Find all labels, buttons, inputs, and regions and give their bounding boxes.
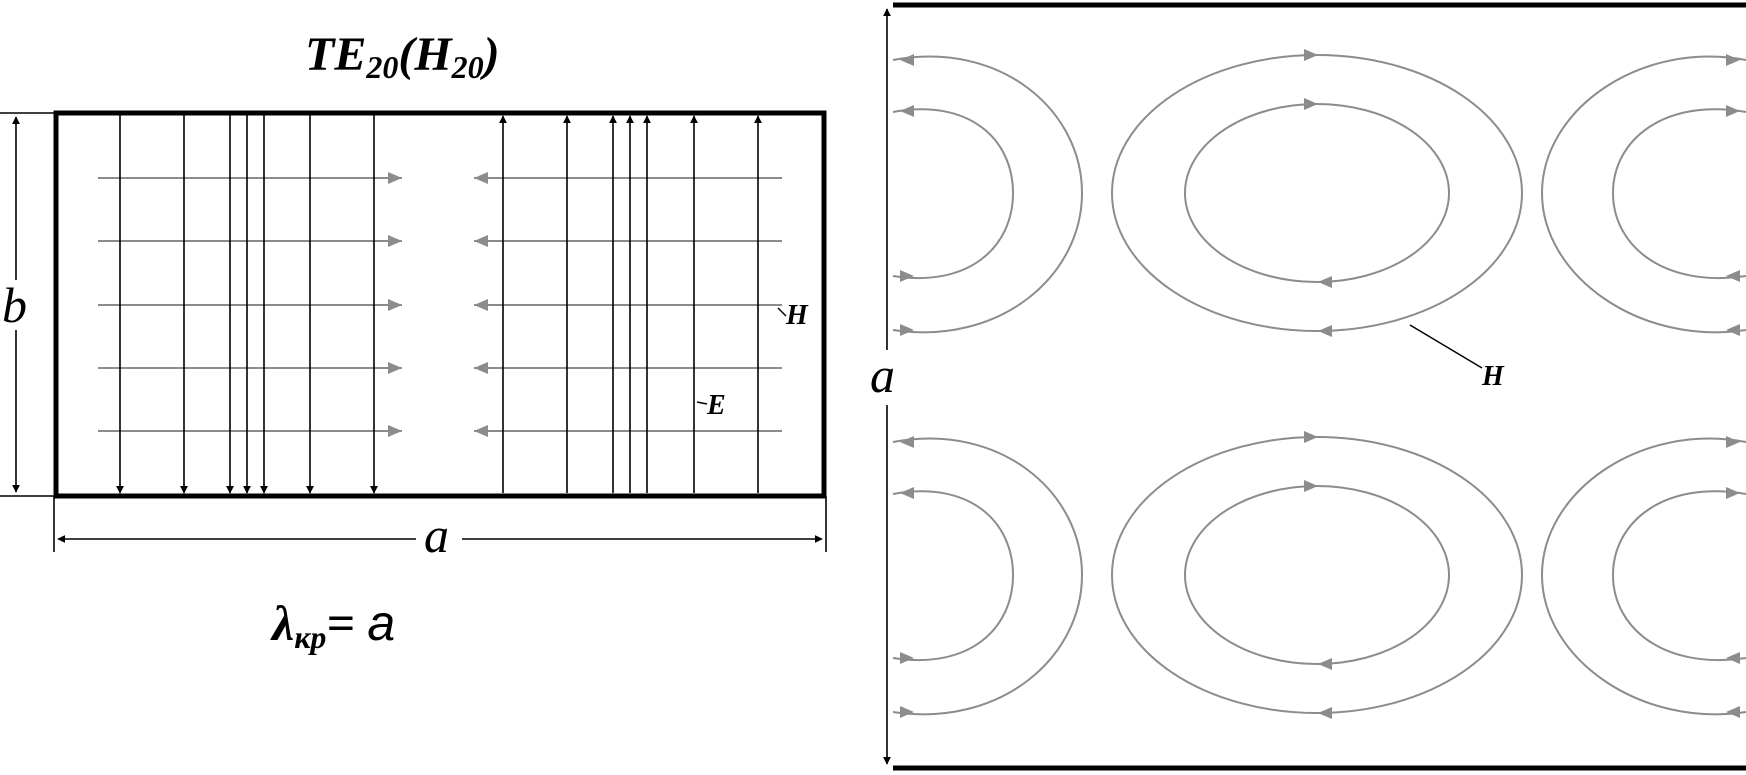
h-arrowhead bbox=[1726, 105, 1740, 117]
h-arrowhead-left bbox=[474, 362, 488, 374]
mode-title-paren-close: ) bbox=[480, 28, 500, 81]
h-loop-right-outer bbox=[1540, 437, 1746, 716]
h-loop-right-outer bbox=[1540, 55, 1746, 334]
h-arrowhead bbox=[1304, 98, 1318, 110]
h-arrowhead bbox=[1726, 706, 1740, 718]
h-loop-left-inner bbox=[892, 108, 1015, 279]
h-arrowhead bbox=[900, 324, 914, 336]
h-arrowhead-left bbox=[474, 235, 488, 247]
cutoff-wavelength-formula: λкр= a bbox=[270, 595, 395, 655]
h-arrowhead bbox=[900, 54, 914, 66]
h-loop-left-outer bbox=[892, 437, 1084, 716]
h-field-lines-left-half bbox=[98, 172, 402, 437]
h-loop-center-inner bbox=[1184, 485, 1450, 665]
h-label-leader bbox=[777, 307, 787, 317]
h-arrowhead bbox=[1318, 276, 1332, 288]
h-arrowhead bbox=[900, 436, 914, 448]
dim-b-label-bg bbox=[0, 280, 34, 330]
mode-title: TE20(H20) bbox=[305, 28, 500, 85]
h-loop-center-outer bbox=[1111, 54, 1523, 332]
h-loop-right-inner bbox=[1611, 108, 1746, 280]
h-arrowhead-left bbox=[474, 172, 488, 184]
mode-title-sub2: 20 bbox=[451, 49, 484, 85]
dim-a-label: a bbox=[424, 507, 449, 563]
h-arrowhead-right bbox=[388, 425, 402, 437]
h-loop-center-inner bbox=[1184, 103, 1450, 283]
h-arrowhead bbox=[1726, 487, 1740, 499]
h-loops-lower bbox=[892, 436, 1746, 716]
h-arrowhead bbox=[1318, 658, 1332, 670]
h-label: H bbox=[785, 300, 809, 331]
h-loop-center-outer bbox=[1111, 436, 1523, 714]
mode-title-paren-open: (H bbox=[398, 28, 453, 81]
h-loop-right-inner bbox=[1611, 490, 1746, 662]
dim-a-label-bg bbox=[416, 514, 462, 564]
h-arrowhead bbox=[1726, 270, 1740, 282]
h-arrowhead-right bbox=[388, 362, 402, 374]
formula-equals: = bbox=[326, 595, 367, 651]
h-arrows-upper bbox=[900, 49, 1740, 337]
h-arrowhead-right bbox=[388, 299, 402, 311]
h-loops-upper bbox=[892, 54, 1746, 334]
h-arrowhead bbox=[900, 270, 914, 282]
h-arrows-lower bbox=[900, 431, 1740, 719]
h-arrowhead bbox=[1318, 707, 1332, 719]
h-arrowhead bbox=[1304, 49, 1318, 61]
e-field-lines-down bbox=[116, 115, 378, 494]
h-right-label-leader bbox=[1409, 324, 1483, 369]
h-loop-left-inner bbox=[892, 490, 1015, 661]
h-arrowhead bbox=[1304, 480, 1318, 492]
dim-a-right-label-bg bbox=[866, 350, 912, 405]
h-arrowhead bbox=[1726, 324, 1740, 336]
h-arrowhead bbox=[1304, 431, 1318, 443]
top-view-panel: a bbox=[866, 2, 1746, 771]
h-arrowhead bbox=[1318, 325, 1332, 337]
mode-title-sub1: 20 bbox=[365, 49, 398, 85]
formula-rhs: a bbox=[367, 595, 395, 651]
h-arrowhead bbox=[900, 706, 914, 718]
e-label: E bbox=[706, 390, 726, 421]
e-field-lines-up bbox=[499, 115, 762, 493]
formula-lambda: λ bbox=[270, 595, 294, 651]
formula-subscript: кр bbox=[294, 619, 326, 655]
e-label-leader bbox=[696, 401, 708, 405]
h-arrowhead-right bbox=[388, 172, 402, 184]
h-arrowhead-left bbox=[474, 299, 488, 311]
cross-section-panel: TE20(H20) bbox=[0, 28, 827, 655]
h-arrowhead bbox=[900, 652, 914, 664]
mode-title-main: TE bbox=[305, 28, 366, 81]
h-field-lines-right-half bbox=[474, 172, 782, 437]
dim-a-right-label: a bbox=[870, 347, 895, 403]
waveguide-cross-section-wall bbox=[53, 110, 827, 499]
dim-b-label: b bbox=[2, 277, 27, 333]
h-arrowhead-right bbox=[388, 235, 402, 247]
h-right-label: H bbox=[1481, 361, 1505, 392]
h-arrowhead bbox=[900, 105, 914, 117]
h-arrowhead-left bbox=[474, 425, 488, 437]
h-arrowhead bbox=[1726, 652, 1740, 664]
h-loop-left-outer bbox=[892, 55, 1084, 334]
h-arrowhead bbox=[1726, 54, 1740, 66]
h-arrowhead bbox=[900, 487, 914, 499]
h-arrowhead bbox=[1726, 436, 1740, 448]
